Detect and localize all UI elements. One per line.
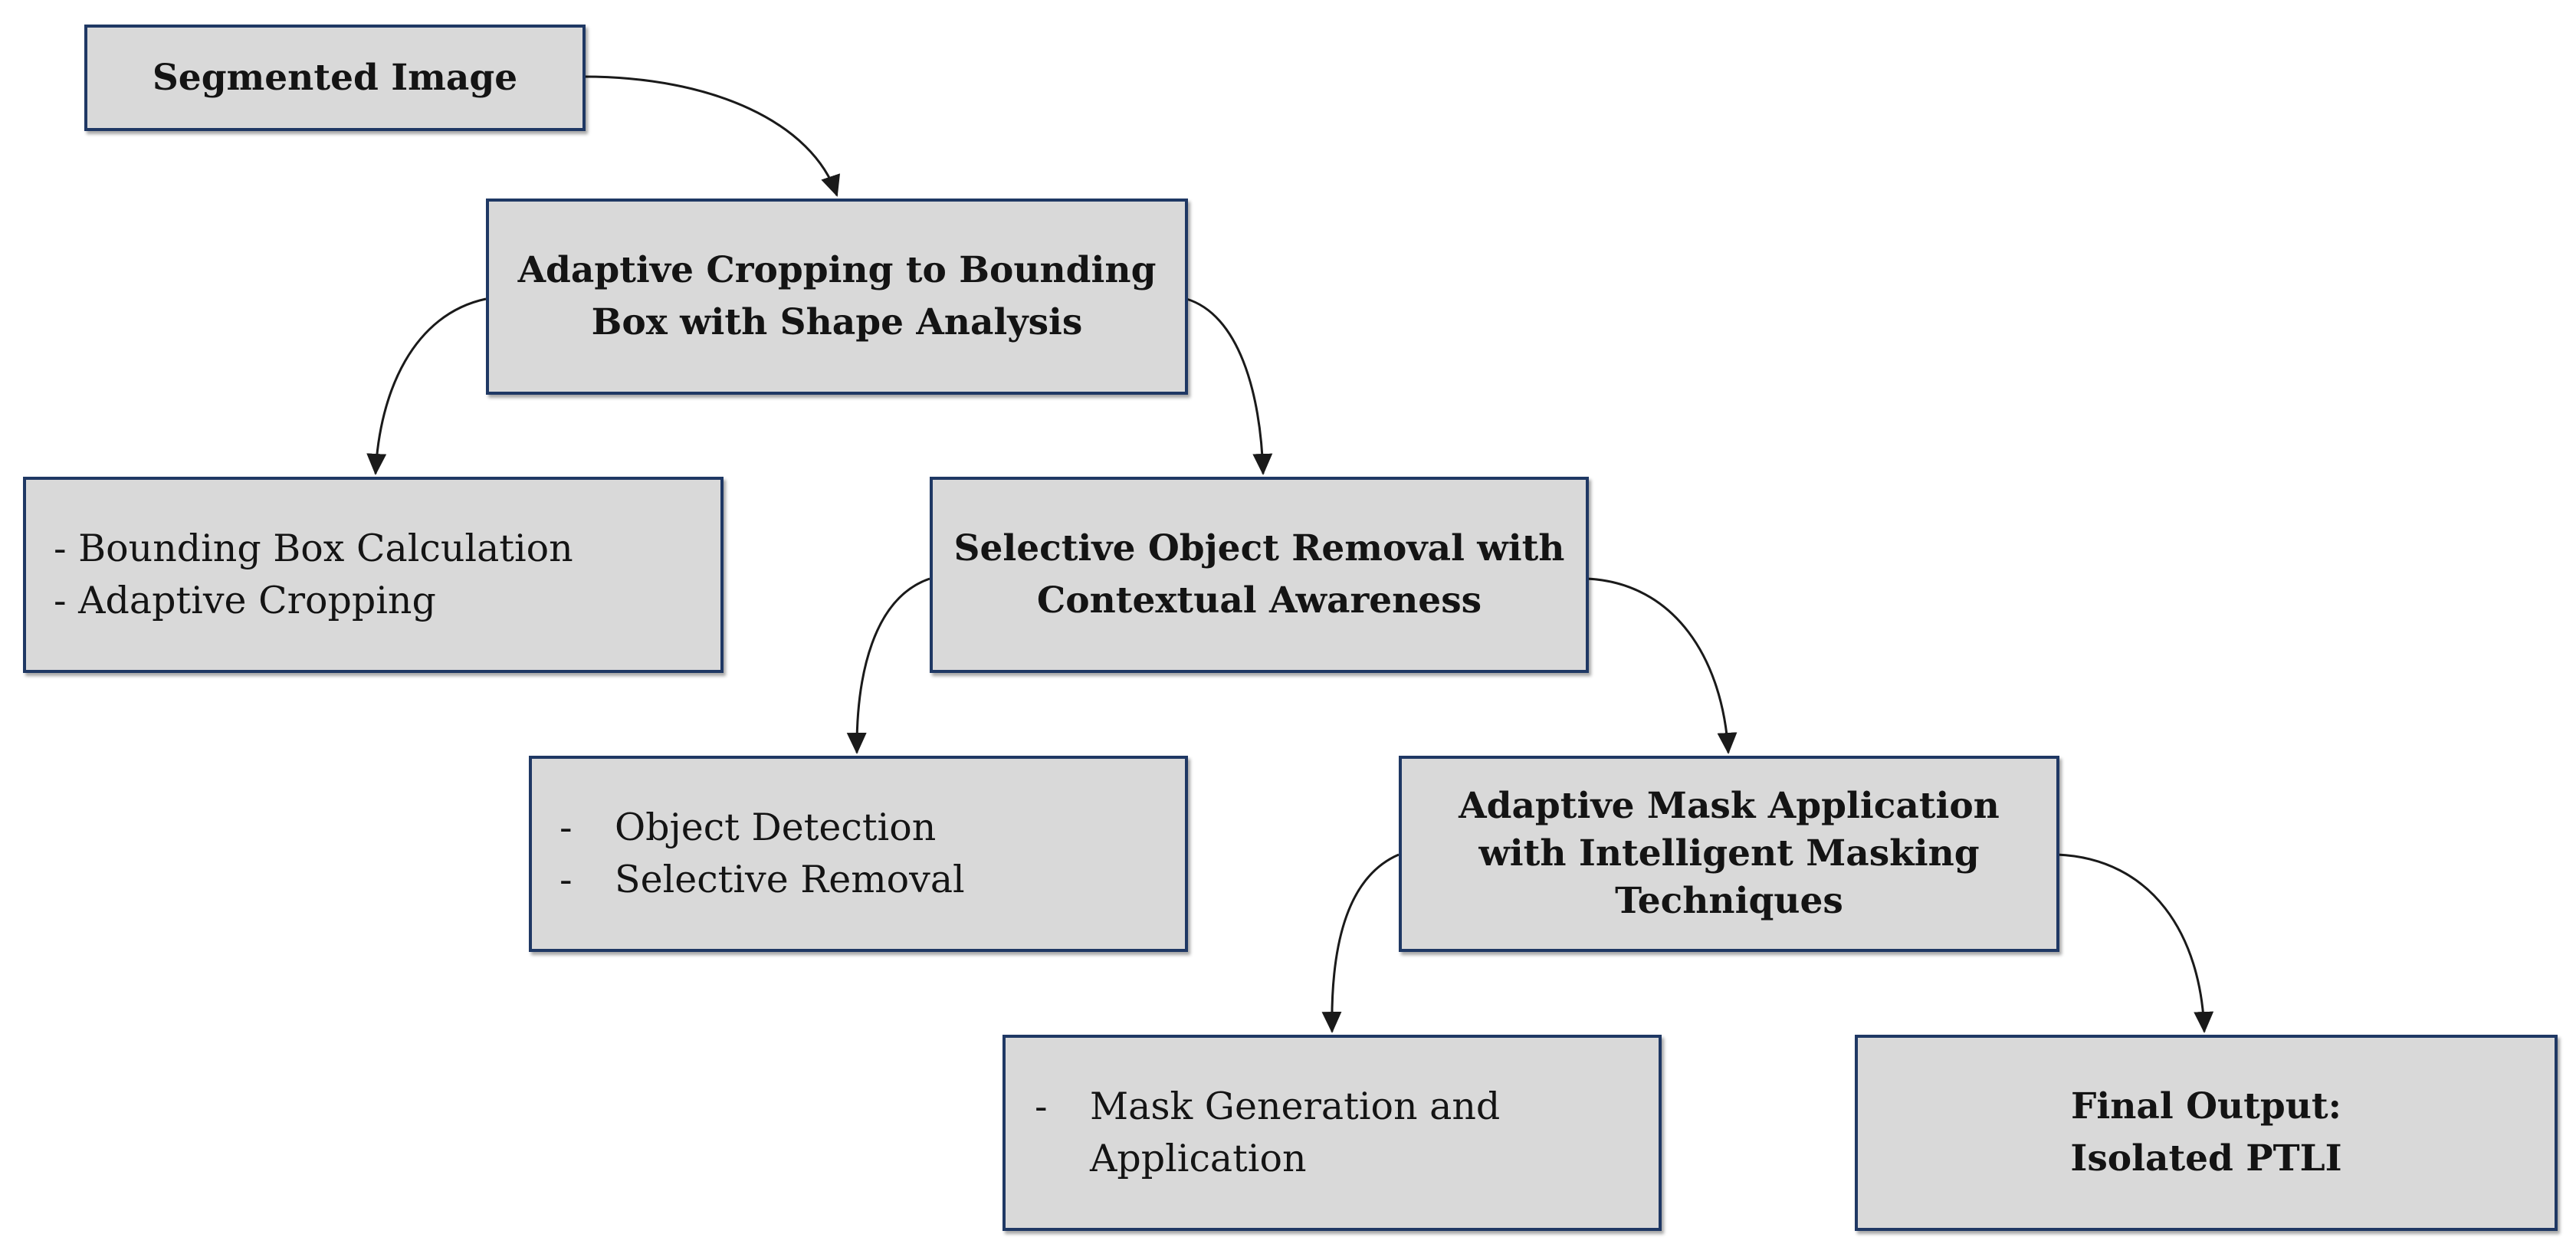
node-segmented-image: Segmented Image bbox=[84, 25, 586, 131]
list-item-text: Object Detection bbox=[615, 806, 937, 849]
node-removal-details: - Object Detection - Selective Removal bbox=[529, 756, 1188, 952]
arrow-removal-to-details bbox=[846, 577, 930, 754]
node-label-line: Adaptive Cropping to Bounding bbox=[517, 249, 1157, 291]
node-label-line: with Intelligent Masking bbox=[1478, 832, 1980, 875]
list-item-text: - Adaptive Cropping bbox=[54, 579, 436, 622]
node-label-line: Selective Object Removal with bbox=[953, 527, 1565, 569]
list-dash: - bbox=[1035, 1085, 1048, 1128]
list-item: - Bounding Box Calculation bbox=[54, 523, 720, 575]
node-cropping-details: - Bounding Box Calculation - Adaptive Cr… bbox=[23, 477, 724, 673]
arrow-segmented-to-cropping bbox=[583, 75, 840, 197]
list-dash: - bbox=[560, 806, 573, 849]
node-final-output: Final Output: Isolated PTLI bbox=[1855, 1035, 2558, 1231]
list-dash: - bbox=[560, 858, 573, 901]
node-mask-details: - Mask Generation and Application bbox=[1003, 1035, 1662, 1231]
list-item: - Adaptive Cropping bbox=[54, 575, 720, 627]
arrow-cropping-to-details bbox=[366, 297, 487, 475]
list-item-text: Mask Generation and Application bbox=[1090, 1081, 1500, 1185]
list-item-line: Application bbox=[1090, 1137, 1307, 1180]
node-label-line: Box with Shape Analysis bbox=[591, 301, 1083, 343]
node-label-line: Segmented Image bbox=[152, 56, 518, 99]
arrow-removal-to-mask bbox=[1586, 577, 1738, 754]
list-item-text: Selective Removal bbox=[615, 858, 965, 901]
list-item: - Mask Generation and Application bbox=[1035, 1081, 1659, 1185]
node-adaptive-cropping: Adaptive Cropping to Bounding Box with S… bbox=[486, 199, 1188, 395]
node-label-line: Final Output: bbox=[2071, 1085, 2341, 1127]
node-label-line: Contextual Awareness bbox=[1036, 579, 1482, 622]
list-item: - Object Detection bbox=[560, 802, 1185, 854]
node-selective-removal: Selective Object Removal with Contextual… bbox=[930, 477, 1589, 673]
node-mask-application: Adaptive Mask Application with Intellige… bbox=[1399, 756, 2059, 952]
arrow-mask-to-details bbox=[1321, 853, 1400, 1033]
list-item-text: - Bounding Box Calculation bbox=[54, 527, 573, 570]
list-item-line: Mask Generation and bbox=[1090, 1085, 1501, 1128]
arrow-cropping-to-removal bbox=[1186, 297, 1273, 475]
list-item: - Selective Removal bbox=[560, 854, 1185, 906]
arrow-mask-to-final bbox=[2056, 853, 2214, 1033]
node-label-line: Techniques bbox=[1615, 880, 1843, 922]
node-label-line: Adaptive Mask Application bbox=[1459, 785, 2000, 827]
node-label-line: Isolated PTLI bbox=[2070, 1137, 2342, 1180]
